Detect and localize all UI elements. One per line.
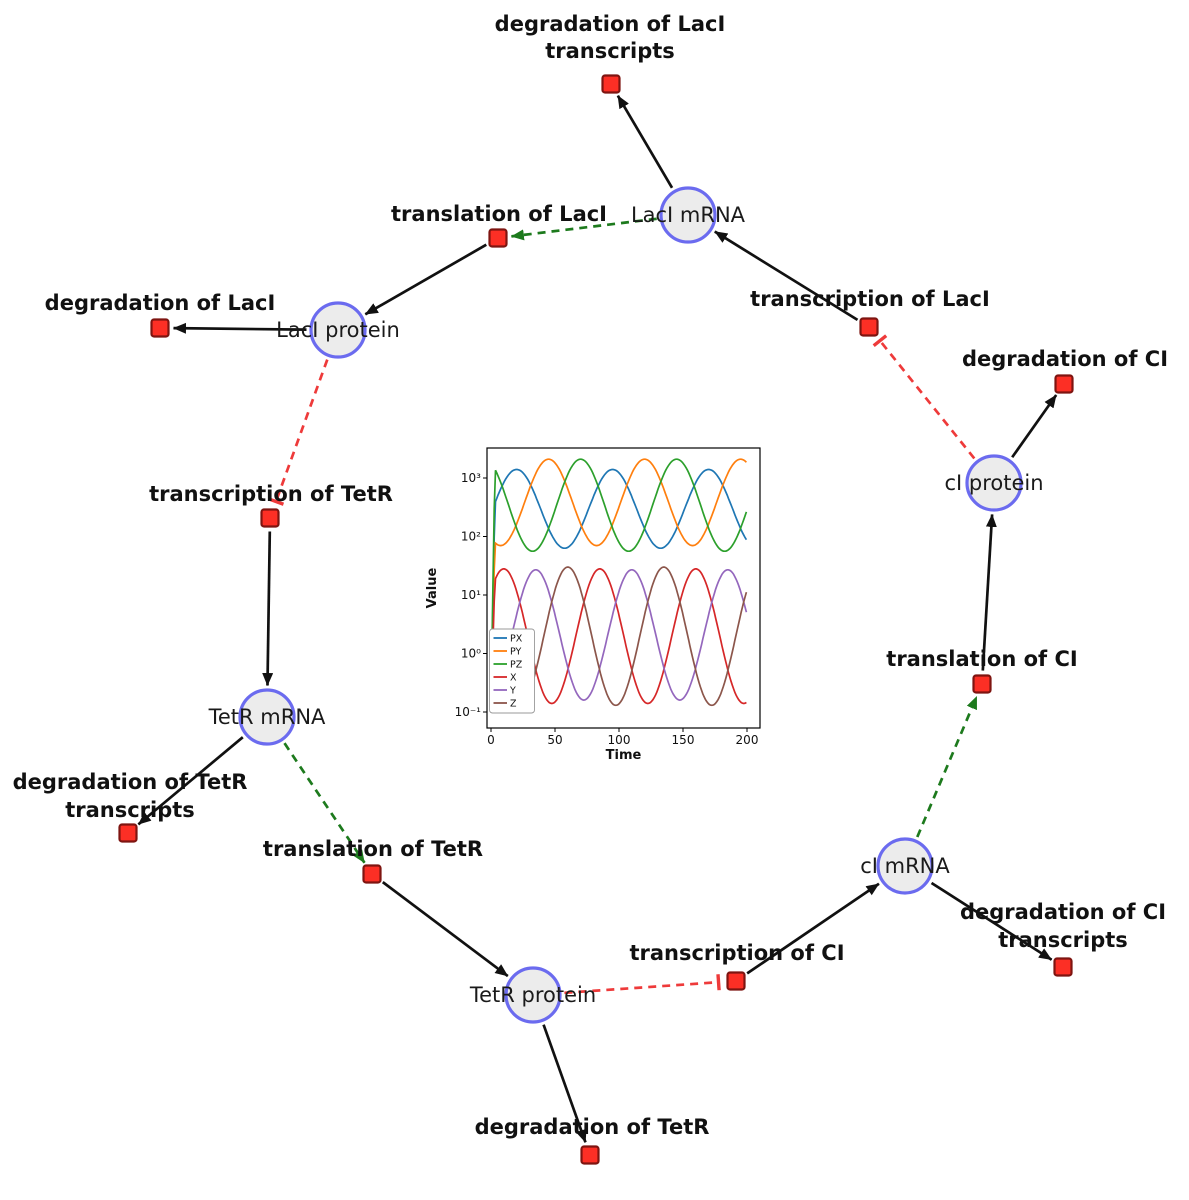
x-axis-label: Time	[606, 748, 642, 763]
species-node-ci_mrna[interactable]	[876, 837, 934, 895]
edge-production-transcr_tetr-tetr_mrna	[262, 531, 274, 687]
x-tick-label: 200	[736, 733, 759, 747]
species-label-tetr_mrna: TetR mRNA	[208, 705, 326, 729]
reaction-label-deg_ci: degradation of CI	[962, 347, 1168, 371]
reaction-node-deg_ci_tx[interactable]	[1053, 957, 1073, 977]
plot-border	[486, 447, 761, 729]
edge-modifier-laci_mrna-transl_laci	[510, 217, 657, 241]
reaction-node-transcr_tetr[interactable]	[260, 508, 280, 528]
species-node-laci_mrna[interactable]	[659, 186, 717, 244]
y-tick-label: 10⁻¹	[455, 705, 482, 719]
species-label-ci_protein: cI protein	[944, 471, 1043, 495]
edge-production-transcr_laci-laci_mrna	[714, 230, 859, 322]
edge-inhibition-tetr_protein-transcr_ci	[564, 974, 721, 995]
edge-modifier-tetr_mrna-transl_tetr	[283, 742, 366, 864]
reaction-node-transcr_laci[interactable]	[859, 317, 879, 337]
species-label-laci_protein: LacI protein	[276, 318, 400, 342]
reaction-node-deg_tetr_tx[interactable]	[118, 823, 138, 843]
legend-box	[489, 628, 535, 714]
y-tick-label: 10⁰	[461, 647, 481, 661]
species-node-ci_protein[interactable]	[965, 454, 1023, 512]
x-tick-label: 100	[608, 733, 631, 747]
legend-label-Z: Z	[510, 698, 517, 709]
legend-label-PX: PX	[510, 633, 523, 644]
series-line-Y	[490, 568, 748, 706]
reaction-label-transcr_tetr: transcription of TetR	[149, 482, 393, 506]
y-tick-label: 10²	[461, 530, 481, 544]
chart-legend: PX PY PZ XYZ	[489, 628, 535, 714]
edge-consumption-ci_mrna-deg_ci_tx	[930, 881, 1053, 961]
reaction-label-deg_ci_tx: transcripts	[998, 928, 1128, 952]
edge-inhibition-ci_protein-transcr_laci	[872, 334, 976, 460]
species-node-tetr_mrna[interactable]	[238, 688, 296, 746]
edge-consumption-ci_protein-deg_ci	[1011, 394, 1058, 459]
reaction-node-deg_laci_tx[interactable]	[601, 74, 621, 94]
species-node-laci_protein[interactable]	[309, 301, 367, 359]
legend-label-PZ: PZ	[510, 659, 523, 670]
species-label-tetr_protein: TetR protein	[469, 983, 596, 1007]
edge-production-transl_tetr-tetr_protein	[381, 881, 509, 978]
reaction-node-transl_tetr[interactable]	[362, 864, 382, 884]
edge-layer	[137, 94, 1058, 1143]
reaction-node-deg_tetr[interactable]	[580, 1145, 600, 1165]
reaction-label-deg_laci_tx: transcripts	[545, 39, 675, 63]
label-layer: degradation of LacI transcripts translatio…	[13, 12, 1168, 1139]
reaction-label-deg_tetr_tx: degradation of TetR	[13, 770, 248, 794]
reaction-label-transl_tetr: translation of TetR	[263, 837, 483, 861]
series-line-PX	[490, 468, 748, 674]
x-tick-label: 0	[487, 733, 495, 747]
reaction-label-deg_tetr_tx: transcripts	[65, 798, 195, 822]
reaction-node-transl_ci[interactable]	[972, 674, 992, 694]
series-line-PZ	[490, 458, 748, 668]
edge-consumption-laci_mrna-deg_laci_tx	[616, 94, 674, 189]
y-tick-label: 10³	[461, 471, 481, 485]
edge-consumption-tetr_mrna-deg_tetr_tx	[137, 736, 244, 826]
reaction-node-transcr_ci[interactable]	[726, 971, 746, 991]
x-tick-label: 150	[672, 733, 695, 747]
reaction-node-deg_ci[interactable]	[1054, 374, 1074, 394]
series-line-PY	[490, 458, 747, 680]
x-tick-label: 50	[547, 733, 562, 747]
reaction-label-deg_laci: degradation of LacI	[45, 291, 276, 315]
reaction-label-transl_laci: translation of LacI	[391, 202, 607, 226]
reaction-label-deg_ci_tx: degradation of CI	[960, 900, 1166, 924]
y-axis-label: Value	[425, 567, 440, 608]
legend-label-X: X	[510, 672, 517, 683]
edge-production-transcr_ci-ci_mrna	[746, 882, 880, 975]
edge-modifier-ci_mrna-transl_ci	[916, 695, 978, 838]
species-label-ci_mrna: cI mRNA	[860, 854, 950, 878]
edge-production-transl_laci-laci_protein	[364, 243, 487, 316]
reaction-label-transcr_ci: transcription of CI	[629, 941, 844, 965]
species-node-tetr_protein[interactable]	[504, 966, 562, 1024]
edge-consumption-laci_protein-deg_laci	[172, 322, 307, 334]
edge-production-transl_ci-ci_protein	[981, 513, 997, 671]
reaction-label-deg_laci_tx: degradation of LacI	[495, 12, 726, 36]
reaction-label-transl_ci: translation of CI	[886, 647, 1077, 671]
y-tick-label: 10¹	[461, 588, 481, 602]
species-label-laci_mrna: LacI mRNA	[631, 203, 746, 227]
reaction-label-transcr_laci: transcription of LacI	[750, 287, 990, 311]
edge-consumption-tetr_protein-deg_tetr	[542, 1024, 587, 1143]
reaction-label-deg_tetr: degradation of TetR	[475, 1115, 710, 1139]
edge-inhibition-laci_protein-transcr_tetr	[267, 359, 329, 506]
reaction-node-transl_laci[interactable]	[488, 228, 508, 248]
reaction-node-deg_laci[interactable]	[150, 318, 170, 338]
legend-label-PY: PY	[510, 646, 522, 657]
legend-label-Y: Y	[509, 685, 516, 696]
node-layer	[118, 74, 1074, 1165]
